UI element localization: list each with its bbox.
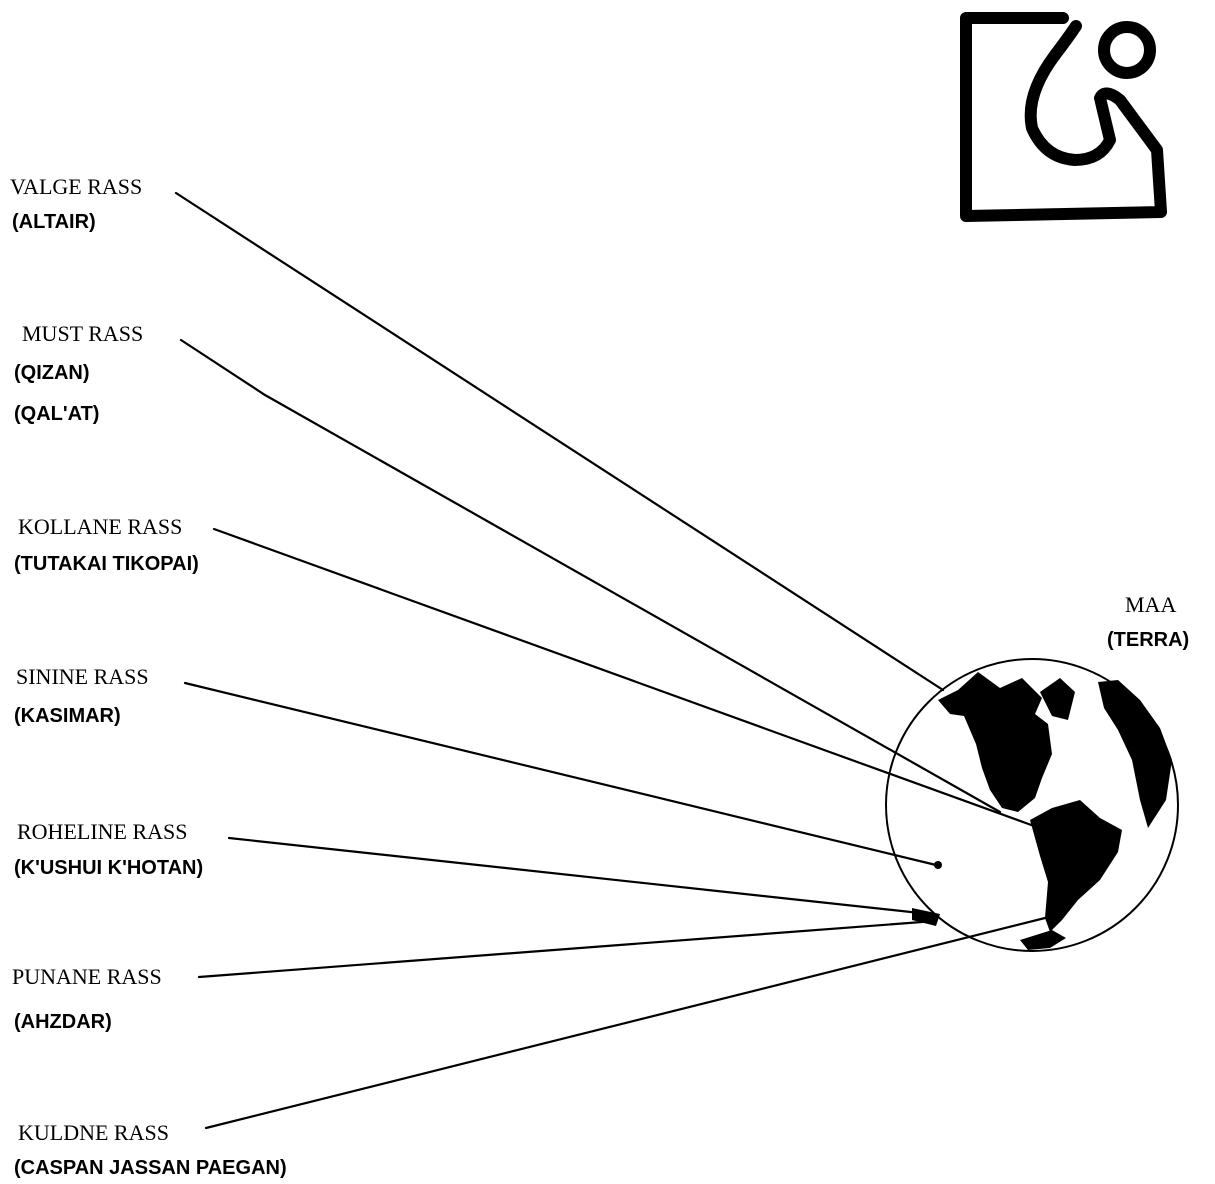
roheline-punane-endpoint-mark (912, 908, 940, 926)
north-america-landmass (938, 672, 1052, 812)
source-alias-punane: (AHZDAR) (14, 1011, 112, 1033)
source-alias-valge: (ALTAIR) (12, 211, 96, 233)
source-name-kollane: KOLLANE RASS (18, 514, 183, 539)
source-name-valge: VALGE RASS (10, 174, 143, 199)
southern-landmass (1020, 930, 1066, 950)
connector-kollane (212, 527, 1036, 828)
source-name-must: MUST RASS (22, 321, 144, 346)
connector-must (179, 338, 1002, 814)
source-alias-kollane: (TUTAKAI TIKOPAI) (14, 553, 199, 575)
source-alias-sinine: (KASIMAR) (14, 705, 121, 727)
source-name-kuldne: KULDNE RASS (18, 1120, 169, 1145)
source-alias-roheline: (K'USHUI K'HOTAN) (14, 857, 204, 879)
sinine-endpoint-dot (934, 861, 942, 869)
connector-markers (912, 861, 942, 926)
connector-sinine (183, 681, 938, 867)
source-name-punane: PUNANE RASS (12, 964, 162, 989)
source-alias-must-1: (QIZAN) (14, 362, 90, 384)
eastern-landmass (1098, 680, 1172, 828)
connector-punane (197, 919, 937, 979)
connector-valge (174, 191, 945, 692)
greenland-landmass (1040, 678, 1075, 720)
hand-and-circle-symbol-icon (960, 12, 1167, 222)
target-name: MAA (1125, 592, 1177, 617)
connector-kuldne (204, 916, 1047, 1130)
connector-lines (174, 191, 1047, 1130)
source-alias-kuldne: (CASPAN JASSAN PAEGAN) (14, 1157, 287, 1179)
earth-globe (885, 658, 1179, 952)
target-alias: (TERRA) (1107, 629, 1190, 651)
source-name-roheline: ROHELINE RASS (17, 819, 188, 844)
south-america-landmass (1030, 800, 1122, 932)
source-alias-must-2: (QAL'AT) (14, 403, 100, 425)
source-name-sinine: SININE RASS (16, 664, 149, 689)
connector-roheline (227, 836, 922, 915)
